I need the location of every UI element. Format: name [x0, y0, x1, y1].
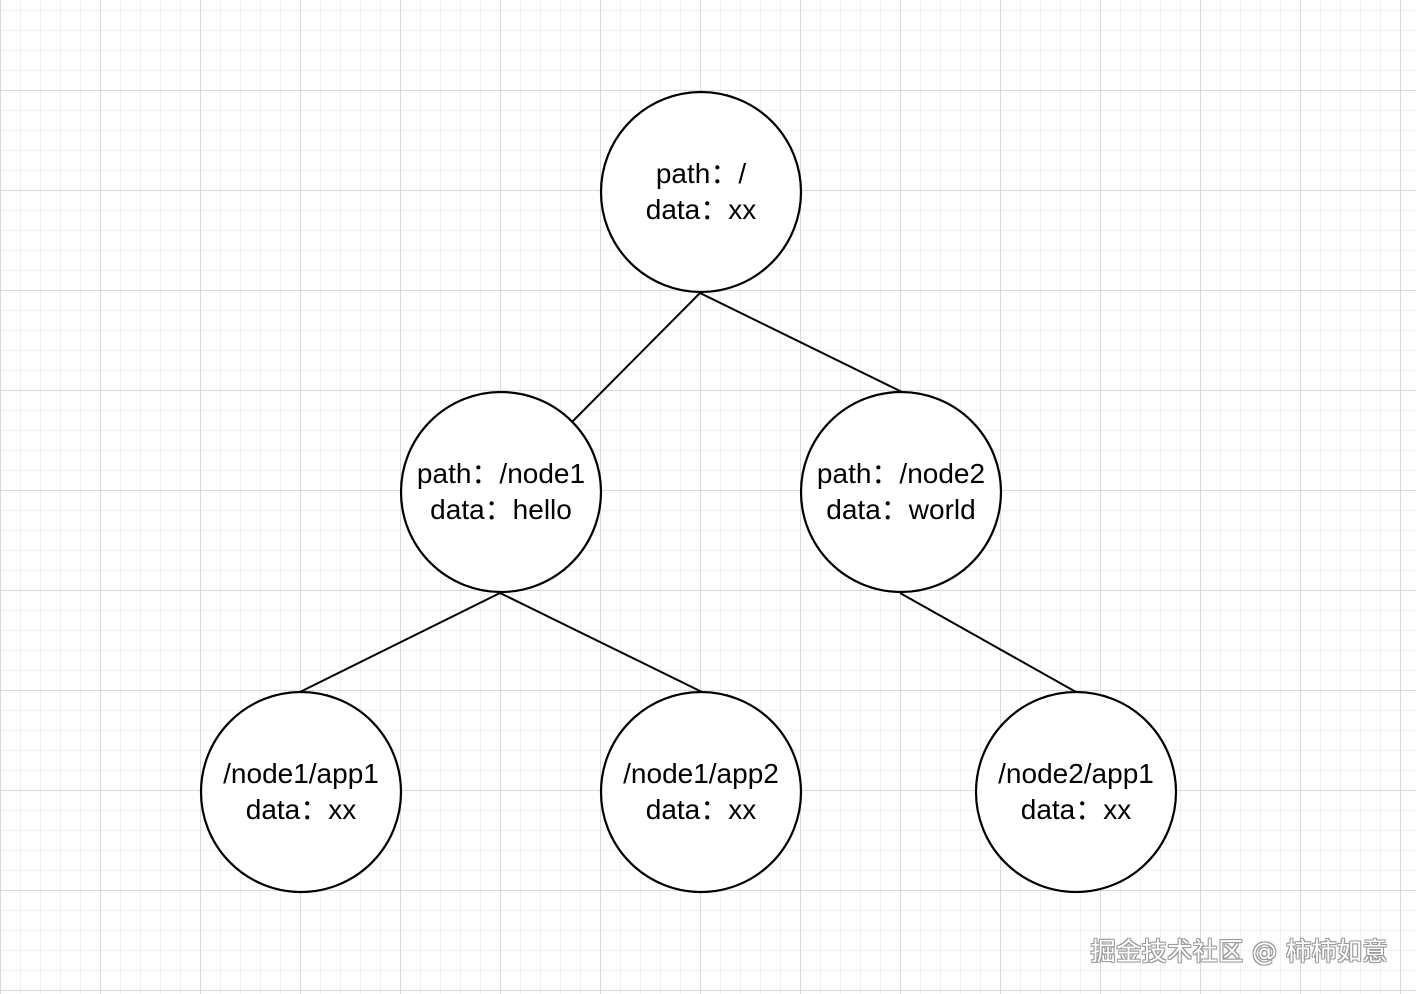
edge-node1-node1-app1 — [299, 592, 501, 693]
node-node2-app1-data: data：xx — [1021, 794, 1132, 825]
edge-node2-node2-app1 — [899, 592, 1077, 693]
node-node1-app2-data: data：xx — [646, 794, 757, 825]
edge-root-node1 — [571, 292, 701, 423]
node-root-path: path：/ — [656, 158, 746, 189]
edge-layer — [299, 292, 1077, 693]
node-node1-app2[interactable]: /node1/app2 data：xx — [599, 690, 803, 894]
node-node1-app1-data: data：xx — [246, 794, 357, 825]
node-root-data: data：xx — [646, 194, 757, 225]
node-node2-app1[interactable]: /node2/app1 data：xx — [974, 690, 1178, 894]
node-node2-data: data：world — [826, 494, 975, 525]
node-node1[interactable]: path：/node1 data：hello — [399, 390, 603, 594]
edge-node1-node1-app2 — [499, 592, 703, 693]
node-node1-app1[interactable]: /node1/app1 data：xx — [199, 690, 403, 894]
watermark: 掘金技术社区 @ 柿柿如意 — [1090, 937, 1388, 966]
node-node1-path: path：/node1 — [417, 458, 585, 489]
node-node2-app1-path: /node2/app1 — [998, 758, 1154, 789]
node-node1-app1-path: /node1/app1 — [223, 758, 379, 789]
edge-root-node2 — [699, 292, 903, 393]
node-node1-app2-path: /node1/app2 — [623, 758, 779, 789]
node-root[interactable]: path：/ data：xx — [599, 90, 803, 294]
node-node2-path: path：/node2 — [817, 458, 985, 489]
node-node1-data: data：hello — [430, 494, 572, 525]
node-node2[interactable]: path：/node2 data：world — [799, 390, 1003, 594]
